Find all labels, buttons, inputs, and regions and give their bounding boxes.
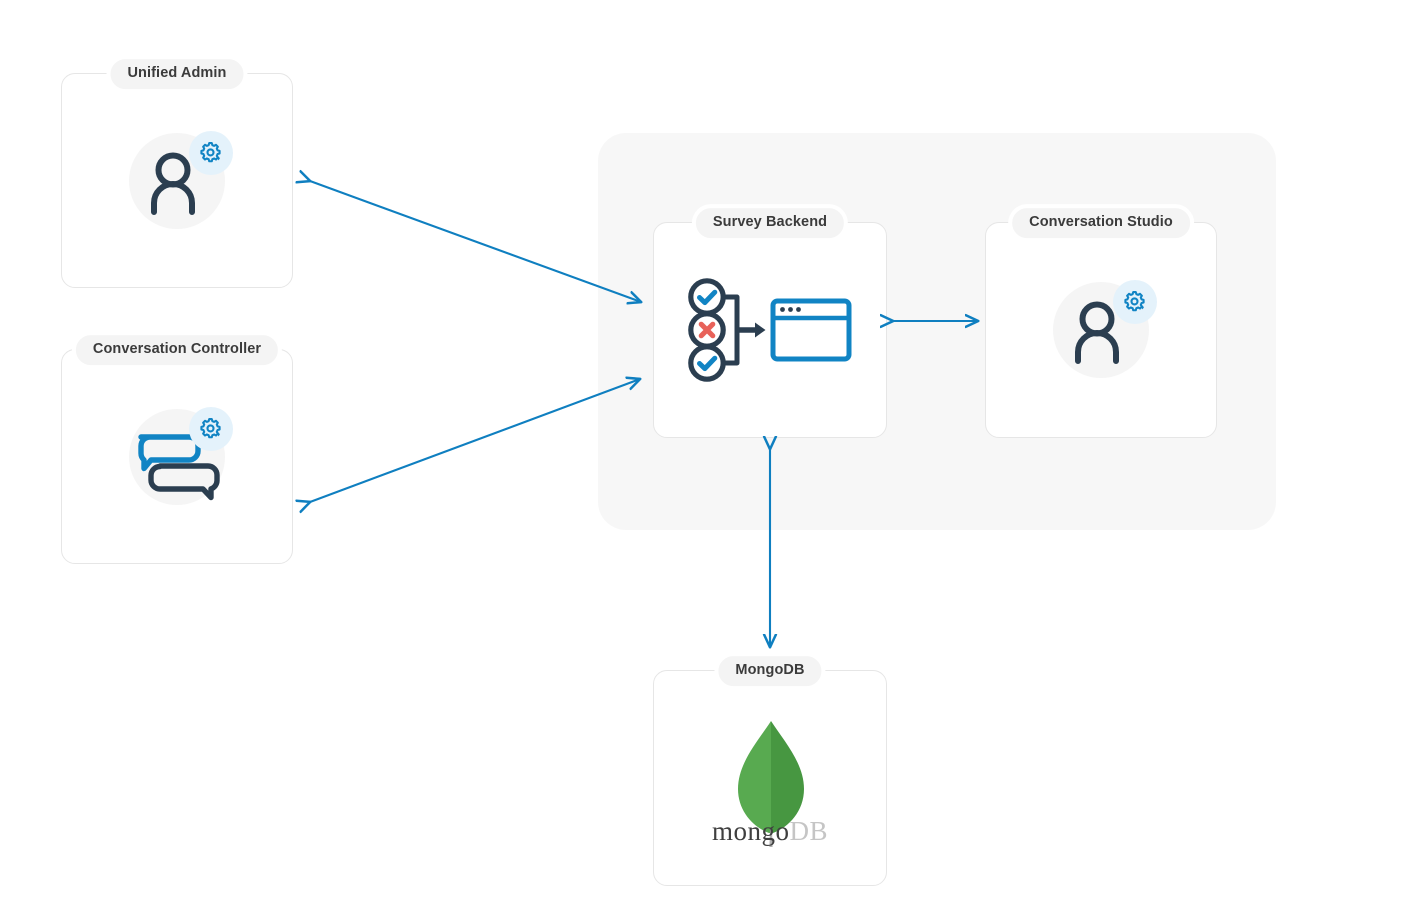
mongodb-wordmark-primary: mongo (711, 816, 790, 846)
card-mongodb[interactable]: mongoDB MongoDB (653, 652, 887, 886)
card-unified-admin[interactable]: Unified Admin (61, 55, 293, 288)
mongodb-leaf-icon (738, 721, 804, 847)
card-conversation-controller-label: Conversation Controller (71, 331, 283, 369)
person-icon (1075, 301, 1119, 364)
mongodb-wordmark-secondary: DB (789, 816, 829, 846)
gear-sparkle-badge (1113, 280, 1157, 324)
status-check-top (688, 278, 726, 316)
card-survey-backend-body (654, 223, 886, 437)
user-gear-icon (129, 130, 233, 229)
status-error-middle (688, 311, 726, 349)
card-conversation-studio[interactable]: Conversation Studio (985, 204, 1217, 438)
status-check-bottom (688, 344, 726, 382)
card-conversation-studio-body (986, 223, 1216, 437)
user-gear-icon (1053, 280, 1157, 378)
mongodb-wordmark: mongoDB (654, 816, 886, 847)
gear-icon (200, 417, 221, 438)
card-unified-admin-body (62, 74, 292, 287)
card-unified-admin-label: Unified Admin (106, 55, 248, 93)
person-icon (151, 152, 195, 215)
mongodb-leaf-logo: mongoDB (654, 671, 886, 885)
browser-window-icon (770, 298, 852, 362)
gear-icon (200, 141, 221, 162)
gear-sparkle-badge (189, 406, 233, 451)
survey-checklist-browser-icon (688, 278, 852, 382)
card-conversation-controller-body (62, 350, 292, 563)
card-conversation-controller[interactable]: Conversation Controller (61, 331, 293, 564)
gear-sparkle-badge (189, 130, 233, 175)
card-conversation-studio-label: Conversation Studio (1008, 204, 1194, 242)
card-mongodb-label: MongoDB (714, 652, 826, 690)
card-survey-backend[interactable]: Survey Backend (653, 204, 887, 438)
gear-icon (1124, 291, 1145, 312)
card-survey-backend-label: Survey Backend (691, 204, 849, 242)
chat-bubbles-gear-icon (129, 406, 233, 505)
